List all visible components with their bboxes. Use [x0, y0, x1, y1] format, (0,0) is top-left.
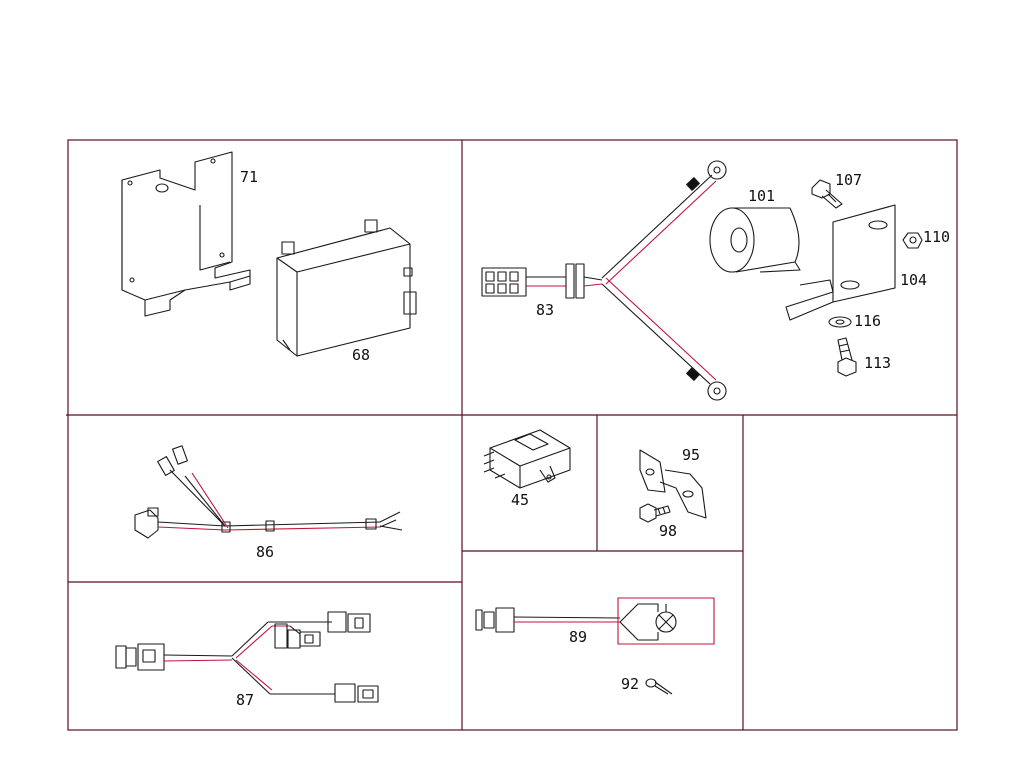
callout-71: 71	[240, 168, 258, 186]
control-unit-part-68	[276, 219, 417, 357]
y-cable-part-83	[481, 160, 727, 401]
callout-86: 86	[256, 543, 274, 561]
callout-107: 107	[835, 171, 862, 189]
callout-87: 87	[236, 691, 254, 709]
callout-92: 92	[621, 675, 639, 693]
callout-83: 83	[536, 301, 554, 319]
callout-labels: 71 68 83 101 107 110 104 116 113 86 45 9…	[236, 168, 950, 709]
washer-part-116	[828, 316, 852, 328]
callout-101: 101	[748, 187, 775, 205]
bolt-part-107	[811, 179, 843, 209]
callout-68: 68	[352, 346, 370, 364]
callout-45: 45	[511, 491, 529, 509]
callout-98: 98	[659, 522, 677, 540]
lamp-cable-part-89	[475, 597, 715, 645]
branched-harness-part-87	[115, 611, 379, 703]
screw-part-113	[837, 337, 857, 377]
panel-frame	[66, 139, 958, 731]
bracket-part-104	[785, 204, 896, 321]
callout-95: 95	[682, 446, 700, 464]
callout-89: 89	[569, 628, 587, 646]
callout-110: 110	[923, 228, 950, 246]
screw-part-98	[639, 503, 671, 523]
nut-part-110	[902, 232, 923, 249]
small-screw-part-92	[645, 678, 673, 695]
callout-116: 116	[854, 312, 881, 330]
siren-horn-part-101	[709, 207, 801, 273]
clip-bracket-part-95	[639, 449, 707, 519]
mounting-bracket-part-71	[121, 151, 251, 317]
relay-part-45	[483, 429, 571, 489]
callout-113: 113	[864, 354, 891, 372]
cable-harness-part-86	[134, 445, 403, 539]
callout-104: 104	[900, 271, 927, 289]
